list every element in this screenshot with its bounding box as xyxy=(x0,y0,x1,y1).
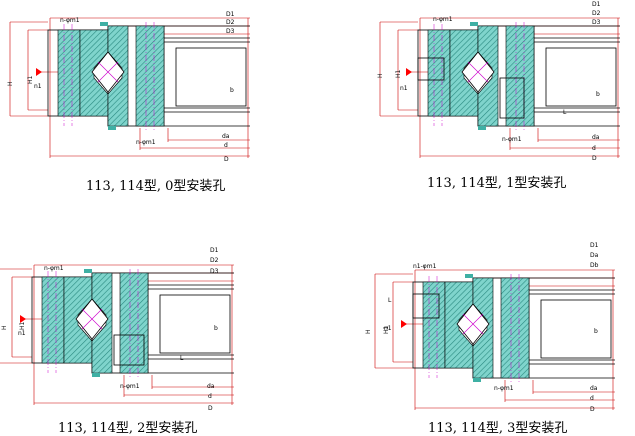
label-n-dm1: n-φm1 xyxy=(44,265,64,272)
caption-type-3: 113, 114型, 3型安装孔 xyxy=(428,421,568,436)
label-b: b xyxy=(214,325,218,332)
label-H1: H1 xyxy=(27,75,34,84)
label-Db: Db xyxy=(590,262,599,269)
caption-type-2: 113, 114型, 2型安装孔 xyxy=(58,421,198,436)
label-D: D xyxy=(208,405,213,412)
label-n-dm1: n-φm1 xyxy=(433,16,453,23)
label-n1-dm1: n1-φm1 xyxy=(413,263,437,270)
drawing-type-3 xyxy=(374,269,616,411)
label-d: d xyxy=(592,145,596,152)
label-L: L xyxy=(563,109,567,116)
label-H: H xyxy=(7,81,14,86)
label-D: D xyxy=(224,156,229,163)
label-D3: D3 xyxy=(226,28,235,35)
label-H1: H1 xyxy=(383,325,390,334)
label-n1: n1 xyxy=(400,85,408,92)
label-d: d xyxy=(224,142,228,149)
label-D2: D2 xyxy=(210,257,219,264)
label-da: da xyxy=(590,385,598,392)
label-D1: D1 xyxy=(592,1,601,8)
label-da: da xyxy=(222,133,230,140)
label-n-dm1-lower: n-φm1 xyxy=(136,139,156,146)
label-n-dm1-lower: n-φm1 xyxy=(494,385,514,392)
drawing-type-1 xyxy=(379,17,621,159)
label-da: da xyxy=(592,134,600,141)
label-n1: n1 xyxy=(384,325,392,332)
label-b: b xyxy=(596,91,600,98)
label-n-dm1: n-φm1 xyxy=(60,17,80,24)
label-D2: D2 xyxy=(592,10,601,17)
label-Da: Da xyxy=(590,252,599,259)
label-H1: H1 xyxy=(395,69,402,78)
label-da: da xyxy=(207,383,215,390)
label-D: D xyxy=(592,155,597,162)
label-D1: D1 xyxy=(210,247,219,254)
label-H: H xyxy=(377,73,384,78)
panel-3-labels: D1 Da Db n1-φm1 n-φm1 da d D b n1 L H H1 xyxy=(365,242,599,413)
label-n1: n1 xyxy=(18,330,26,337)
label-H1: H1 xyxy=(19,321,26,330)
label-d: d xyxy=(590,395,594,402)
label-H: H xyxy=(365,329,372,334)
label-D1: D1 xyxy=(226,11,235,18)
panel-0-labels: D1 D2 D3 n-φm1 n-φm1 da d D b n1 H H1 xyxy=(7,11,235,163)
label-b: b xyxy=(594,328,598,335)
label-D1: D1 xyxy=(590,242,599,249)
panel-1-labels: D1 D2 D3 n-φm1 n-φm1 da d D b n1 L H H1 xyxy=(377,1,601,162)
caption-type-0: 113, 114型, 0型安装孔 xyxy=(86,179,226,194)
label-n1: n1 xyxy=(34,83,42,90)
caption-type-1: 113, 114型, 1型安装孔 xyxy=(427,176,567,191)
label-n-dm1-lower: n-φm1 xyxy=(502,136,522,143)
label-H: H xyxy=(1,325,8,330)
label-b: b xyxy=(230,87,234,94)
label-n-dm1-lower: n-φm1 xyxy=(120,383,140,390)
label-D2: D2 xyxy=(226,19,235,26)
label-D3: D3 xyxy=(592,19,601,26)
drawing-type-0 xyxy=(9,17,251,159)
label-L: L xyxy=(388,297,392,304)
panel-2-labels: D1 D2 D3 n-φm1 n-φm1 da d D b n1 L H H1 xyxy=(1,247,219,412)
label-D: D xyxy=(590,406,595,413)
label-d: d xyxy=(208,393,212,400)
label-L: L xyxy=(180,355,184,362)
drawing-type-2 xyxy=(0,264,235,406)
label-D3: D3 xyxy=(210,268,219,275)
